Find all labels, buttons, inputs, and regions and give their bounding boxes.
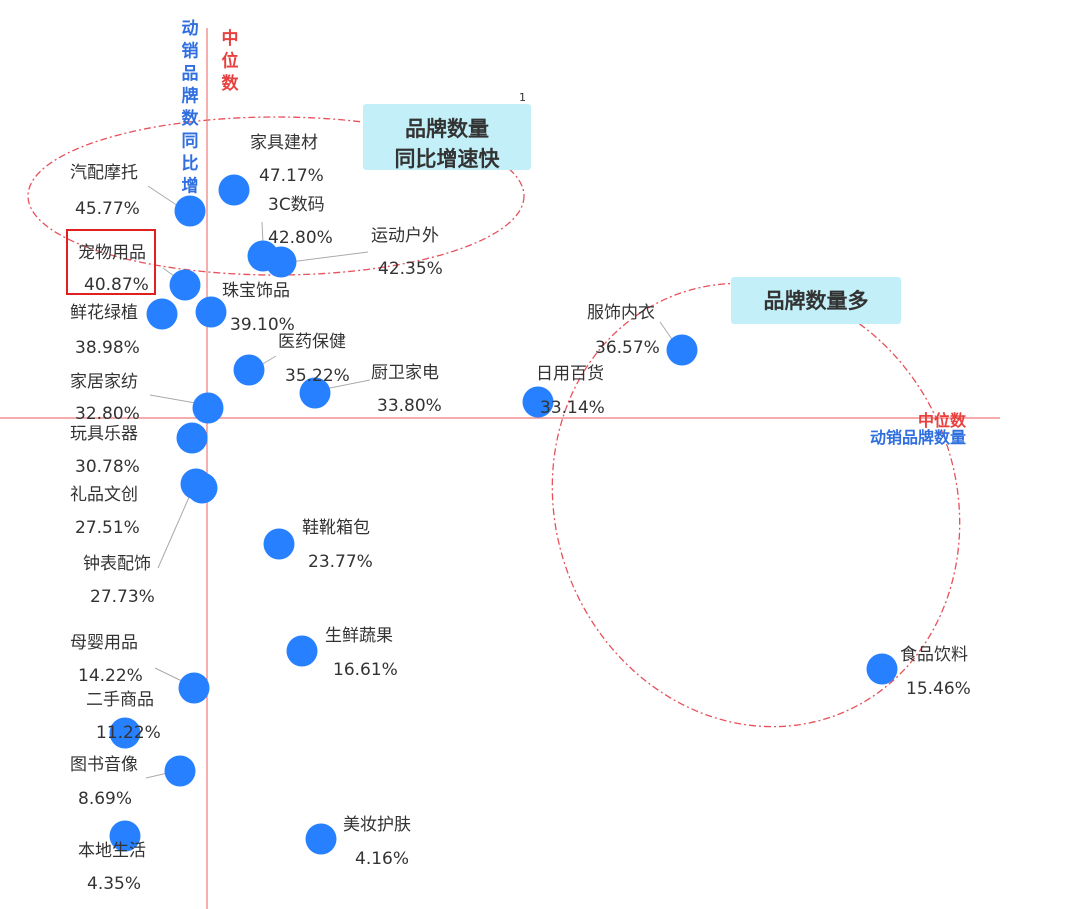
point-value-label: 36.57% — [595, 338, 660, 358]
point-value-label: 32.80% — [75, 404, 140, 424]
data-point — [186, 472, 218, 504]
point-value-label: 30.78% — [75, 457, 140, 477]
data-point — [169, 269, 201, 301]
point-value-label: 47.17% — [259, 166, 324, 186]
y-median-label: 位 — [222, 51, 239, 72]
point-name-label: 本地生活 — [78, 841, 146, 861]
y-median-label: 中 — [222, 28, 239, 49]
point-value-label: 40.87% — [84, 275, 149, 295]
x-axis-title: 动销品牌数量 — [870, 428, 966, 447]
data-point — [866, 653, 898, 685]
data-point — [218, 174, 250, 206]
y-axis-title: 动 — [182, 19, 199, 39]
y-axis-title: 增 — [182, 176, 199, 197]
data-point — [299, 377, 331, 409]
highlight-box — [66, 229, 156, 295]
point-name-label: 汽配摩托 — [70, 163, 138, 183]
point-name-label: 钟表配饰 — [83, 554, 151, 574]
point-name-label: 3C数码 — [268, 195, 325, 215]
x-median-label: 中位数 — [918, 411, 967, 430]
data-point — [109, 820, 141, 852]
point-value-label: 42.80% — [268, 228, 333, 248]
point-name-label: 母婴用品 — [70, 633, 138, 653]
point-name-label: 家居家纺 — [70, 372, 138, 392]
annotation-box — [731, 277, 901, 324]
point-value-label: 42.35% — [378, 259, 443, 279]
ellipse-many-brands — [551, 282, 961, 728]
point-value-label: 35.22% — [285, 366, 350, 386]
point-value-label: 23.77% — [308, 552, 373, 572]
y-axis-title: 数 — [182, 108, 200, 129]
point-name-label: 珠宝饰品 — [222, 281, 290, 301]
data-point — [233, 354, 265, 386]
point-value-label: 11.22% — [96, 723, 161, 743]
y-median-label: 数 — [222, 73, 240, 94]
point-value-label: 27.73% — [90, 587, 155, 607]
y-axis-title: 销 — [182, 41, 199, 62]
point-name-label: 服饰内衣 — [587, 303, 655, 323]
leader-line — [147, 185, 179, 207]
point-value-label: 33.80% — [377, 396, 442, 416]
point-name-label: 玩具乐器 — [70, 424, 138, 444]
point-name-label: 运动户外 — [371, 226, 439, 246]
point-value-label: 4.35% — [87, 874, 141, 894]
data-point — [666, 334, 698, 366]
point-name-label: 厨卫家电 — [371, 363, 439, 383]
annotation-text: 品牌数量 — [405, 117, 489, 141]
annotation-text: 品牌数量多 — [764, 289, 869, 313]
point-value-label: 15.46% — [906, 679, 971, 699]
leader-line — [289, 251, 369, 263]
point-name-label: 生鲜蔬果 — [325, 626, 393, 646]
leader-line — [324, 379, 371, 390]
leader-line — [157, 494, 191, 569]
point-name-label: 美妆护肤 — [343, 815, 411, 835]
point-name-label: 鲜花绿植 — [70, 303, 138, 323]
data-point — [286, 635, 318, 667]
data-point — [263, 528, 295, 560]
point-value-label: 33.14% — [540, 398, 605, 418]
leader-line — [149, 394, 202, 405]
point-value-label: 14.22% — [78, 666, 143, 686]
point-name-label: 图书音像 — [70, 755, 138, 775]
data-point — [195, 296, 227, 328]
data-point — [192, 392, 224, 424]
point-value-label: 38.98% — [75, 338, 140, 358]
point-name-label: 鞋靴箱包 — [302, 518, 370, 538]
stray-label: 1 — [519, 91, 526, 104]
data-point — [178, 672, 210, 704]
data-point — [265, 246, 297, 278]
data-point — [164, 755, 196, 787]
point-value-label: 16.61% — [333, 660, 398, 680]
y-axis-title: 比 — [182, 153, 199, 174]
point-value-label: 45.77% — [75, 199, 140, 219]
data-point — [522, 386, 554, 418]
y-axis-title: 牌 — [182, 86, 199, 107]
point-value-label: 4.16% — [355, 849, 409, 869]
point-name-label: 日用百货 — [536, 364, 604, 384]
point-value-label: 27.51% — [75, 518, 140, 538]
y-axis-title: 品 — [182, 64, 199, 84]
data-point — [174, 195, 206, 227]
annotation-text: 同比增速快 — [395, 147, 501, 171]
point-name-label: 医药保健 — [278, 332, 346, 352]
point-name-label: 宠物用品 — [78, 243, 146, 263]
point-name-label: 二手商品 — [86, 690, 154, 710]
point-value-label: 8.69% — [78, 789, 132, 809]
leader-line — [261, 221, 264, 245]
point-value-label: 39.10% — [230, 315, 295, 335]
point-name-label: 食品饮料 — [900, 645, 968, 665]
annotation-box — [363, 104, 531, 170]
data-point — [176, 422, 208, 454]
data-point — [305, 823, 337, 855]
data-point — [146, 298, 178, 330]
data-point — [109, 717, 141, 749]
point-name-label: 礼品文创 — [70, 485, 138, 505]
y-axis-title: 同 — [182, 132, 199, 152]
point-name-label: 家具建材 — [250, 133, 318, 153]
